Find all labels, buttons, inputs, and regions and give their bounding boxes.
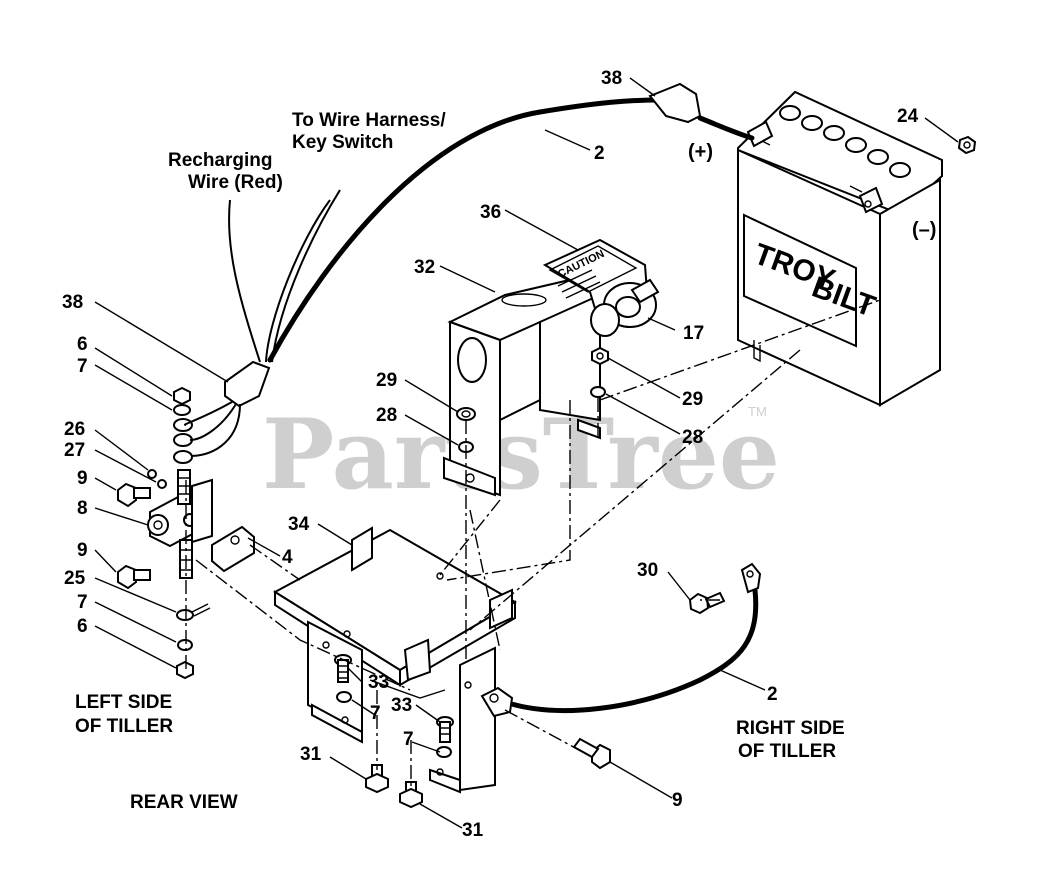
washer-28-right — [590, 386, 606, 398]
callout-24: 24 — [897, 106, 919, 127]
harness-wires — [183, 189, 341, 457]
callout-9-b: 9 — [77, 540, 88, 561]
callout-4: 4 — [282, 547, 293, 568]
label-negative: (–) — [912, 219, 936, 241]
label-right-side: RIGHT SIDE — [736, 718, 845, 739]
leader-lines — [94, 77, 959, 829]
callout-33-b: 33 — [391, 695, 412, 716]
callout-7-b2: 7 — [403, 729, 414, 750]
callout-6-top: 6 — [77, 334, 88, 355]
callout-38-top: 38 — [601, 68, 622, 89]
label-rear-view: REAR VIEW — [130, 792, 238, 813]
callout-38-left: 38 — [62, 292, 83, 313]
callout-32: 32 — [414, 257, 435, 278]
label-positive: (+) — [688, 141, 713, 163]
mount-bracket — [307, 620, 496, 794]
battery: TROY BILT — [737, 90, 943, 407]
bolt-9-top — [117, 482, 151, 508]
callout-7-top: 7 — [77, 356, 88, 377]
callout-27: 27 — [64, 440, 85, 461]
label-recharging: Recharging — [168, 150, 273, 171]
nut-29-right — [591, 346, 609, 366]
nut-6-bottom — [176, 660, 194, 680]
callout-9-a: 9 — [77, 468, 88, 489]
boot-38-left — [224, 360, 271, 408]
callout-29-right: 29 — [682, 389, 703, 410]
callout-8: 8 — [77, 498, 88, 519]
small-washer-27 — [157, 479, 167, 489]
label-wire-red: Wire (Red) — [188, 172, 283, 193]
screw-30 — [688, 591, 726, 615]
positive-cable-2 — [267, 82, 755, 363]
callout-34: 34 — [288, 514, 310, 535]
washer-7-bottom — [177, 639, 193, 651]
washer-7-top — [173, 404, 191, 416]
washer-7-left — [336, 691, 352, 703]
callout-6-bottom: 6 — [77, 616, 88, 637]
ground-cable-2 — [480, 562, 762, 718]
nut-24 — [957, 135, 977, 155]
text-labels: To Wire Harness/ Key Switch Recharging W… — [75, 110, 936, 813]
bolt-33-right — [436, 716, 454, 743]
watermark-trademark: TM — [748, 404, 767, 419]
callout-2-right: 2 — [767, 684, 778, 705]
label-of-tiller-right: OF TILLER — [738, 741, 836, 762]
screw-31-right — [399, 781, 423, 809]
callout-numbers: 38 2 24 36 32 17 38 6 7 29 28 29 28 26 2… — [62, 68, 919, 841]
key-switch-36: CAUTION — [542, 238, 660, 337]
label-key-switch: Key Switch — [292, 132, 393, 153]
label-to-wire-harness: To Wire Harness/ — [292, 110, 446, 131]
label-of-tiller-left: OF TILLER — [75, 716, 173, 737]
nut-6-top — [173, 386, 191, 406]
callout-28-left: 28 — [376, 405, 397, 426]
callout-17: 17 — [683, 323, 704, 344]
callout-33-a: 33 — [368, 672, 389, 693]
callout-26: 26 — [64, 419, 85, 440]
small-nut-26 — [147, 469, 157, 479]
washer-25 — [176, 603, 211, 621]
assembly-centerlines — [185, 299, 881, 790]
callout-30: 30 — [637, 560, 658, 581]
callout-25: 25 — [64, 568, 86, 589]
ring-terminal-stack — [173, 418, 193, 464]
bolt-9-right — [572, 737, 611, 770]
watermark: PartsTree — [262, 398, 780, 511]
washer-7-right — [436, 746, 452, 758]
bracket-4 — [191, 478, 255, 573]
callout-29-left: 29 — [376, 370, 397, 391]
callout-7-mid: 7 — [77, 592, 88, 613]
callout-36: 36 — [480, 202, 501, 223]
callout-2-top: 2 — [594, 143, 605, 164]
callout-9-c: 9 — [672, 790, 683, 811]
callout-28-right: 28 — [682, 427, 703, 448]
label-left-side: LEFT SIDE — [75, 692, 172, 713]
nut-29-left — [456, 407, 476, 421]
bolt-9-bottom — [117, 564, 151, 590]
callout-7-b1: 7 — [370, 703, 381, 724]
callout-31-b: 31 — [462, 820, 484, 841]
callout-31-a: 31 — [300, 744, 322, 765]
